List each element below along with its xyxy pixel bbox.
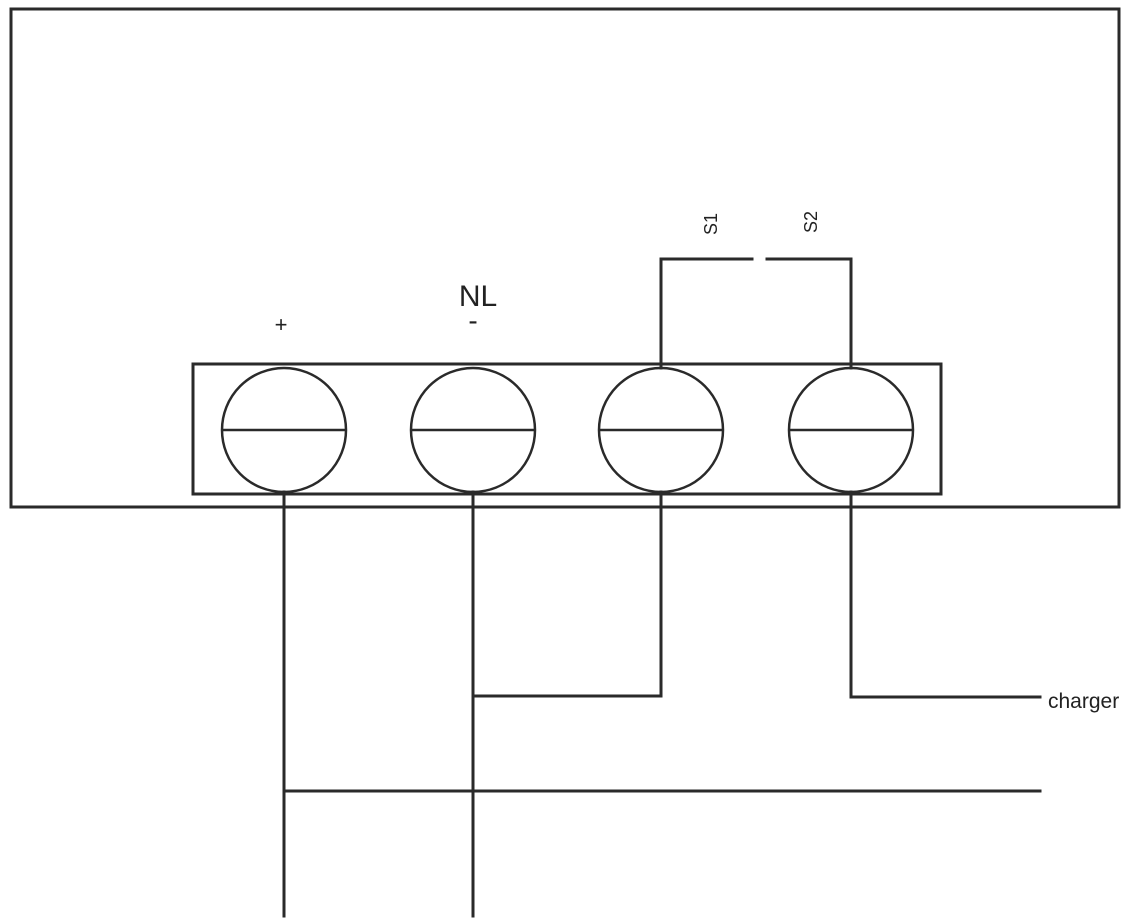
s2-switch-lead xyxy=(765,257,853,370)
charger-label: charger xyxy=(1048,690,1119,713)
terminal-block xyxy=(191,362,943,496)
terminal-plus xyxy=(220,366,348,494)
terminal-s1 xyxy=(597,366,725,494)
s1-label: S1 xyxy=(701,213,721,235)
device-housing xyxy=(9,7,1121,509)
terminal-s2 xyxy=(787,366,915,494)
s1-to-minus-wire xyxy=(471,490,663,698)
s1-switch-lead xyxy=(659,257,754,370)
minus-label: - xyxy=(468,305,477,336)
s2-label: S2 xyxy=(801,211,821,233)
s2-charger-wire xyxy=(849,490,1042,699)
terminal-minus xyxy=(409,366,537,494)
plus-label: + xyxy=(275,312,288,337)
nl-label: NL xyxy=(459,280,497,313)
